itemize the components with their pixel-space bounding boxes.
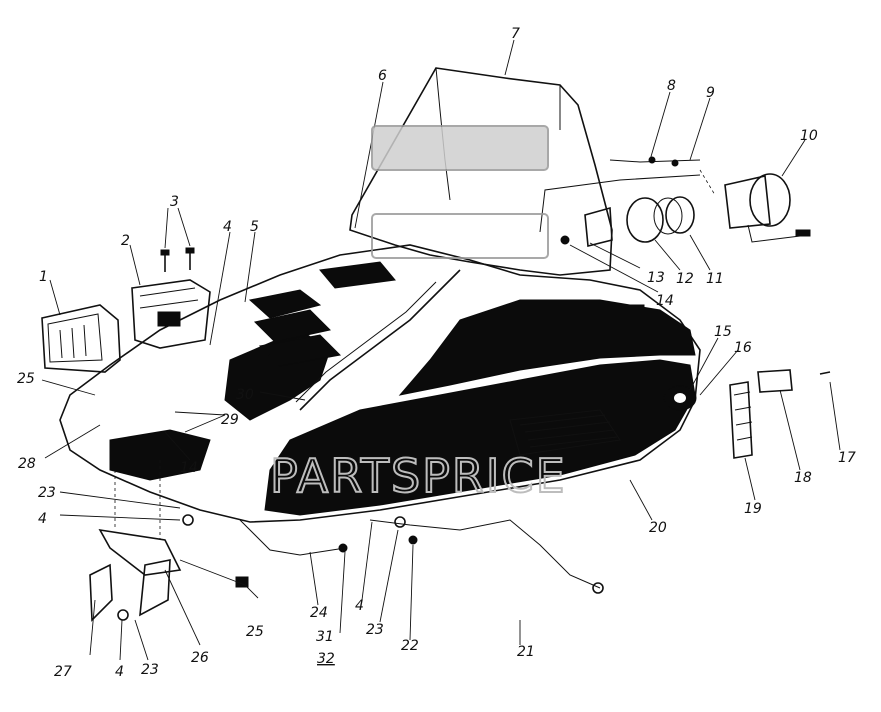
headlight: [41, 304, 121, 373]
callout-27: 27: [54, 664, 72, 680]
callout-13: 13: [647, 270, 665, 286]
callout-4c: 4: [355, 598, 364, 614]
callout-labels: 1 2 3 4 5 6 7 8 9 10 11 12 13 14 15 16 1…: [17, 26, 856, 680]
bolt: [819, 371, 831, 375]
callout-18: 18: [794, 470, 812, 486]
callout-14b: 14: [180, 460, 198, 476]
svg-text:PARTSPRICE: PARTSPRICE: [270, 449, 567, 503]
callout-24: 24: [310, 605, 328, 621]
headlight-bracket: [131, 279, 211, 349]
callout-3: 3: [170, 194, 179, 210]
callout-4d: 4: [115, 664, 124, 680]
callout-1: 1: [39, 269, 48, 285]
callout-8: 8: [667, 78, 676, 94]
callout-23c: 23: [141, 662, 159, 678]
callout-32: 32: [317, 651, 335, 667]
gauge-cable: [539, 174, 701, 233]
windshield: [349, 67, 613, 276]
wire-harness: [239, 519, 346, 556]
gauge-bezel: [626, 197, 664, 243]
gauge: [724, 173, 811, 243]
callout-12: 12: [676, 271, 694, 287]
callout-26: 26: [191, 650, 209, 666]
callout-16: 16: [734, 340, 752, 356]
callout-7: 7: [511, 26, 520, 42]
callout-6: 6: [378, 68, 387, 84]
gauge-ring: [665, 196, 695, 234]
callout-2: 2: [121, 233, 130, 249]
ground-wire: [369, 519, 601, 589]
callout-28: 28: [18, 456, 36, 472]
callout-10: 10: [800, 128, 818, 144]
callout-4b: 4: [38, 511, 47, 527]
callout-23b: 23: [38, 485, 56, 501]
callout-23: 23: [366, 622, 384, 638]
grab-handle: [729, 381, 753, 459]
screws: [160, 247, 195, 272]
mounting-plate: [584, 206, 613, 248]
callout-17: 17: [838, 450, 856, 466]
hood-body: [59, 244, 701, 523]
callout-25: 25: [17, 371, 35, 387]
callout-15: 15: [714, 324, 732, 340]
callout-25b: 25: [246, 624, 264, 640]
callout-20: 20: [649, 520, 667, 536]
callout-29: 29: [221, 412, 239, 428]
leader-lines: [41, 39, 841, 661]
handle-bracket: [757, 369, 793, 393]
callout-14: 14: [656, 293, 674, 309]
watermark: PARTSPRICE: [269, 125, 567, 504]
callout-31: 31: [316, 629, 334, 645]
callout-30: 30: [236, 387, 254, 403]
callout-5: 5: [250, 219, 259, 235]
callout-9: 9: [706, 85, 715, 101]
callout-11: 11: [706, 271, 724, 287]
callout-21: 21: [517, 644, 535, 660]
lower-bracket: [89, 528, 182, 622]
callout-22: 22: [401, 638, 419, 654]
callout-4: 4: [223, 219, 232, 235]
callout-19: 19: [744, 501, 762, 517]
